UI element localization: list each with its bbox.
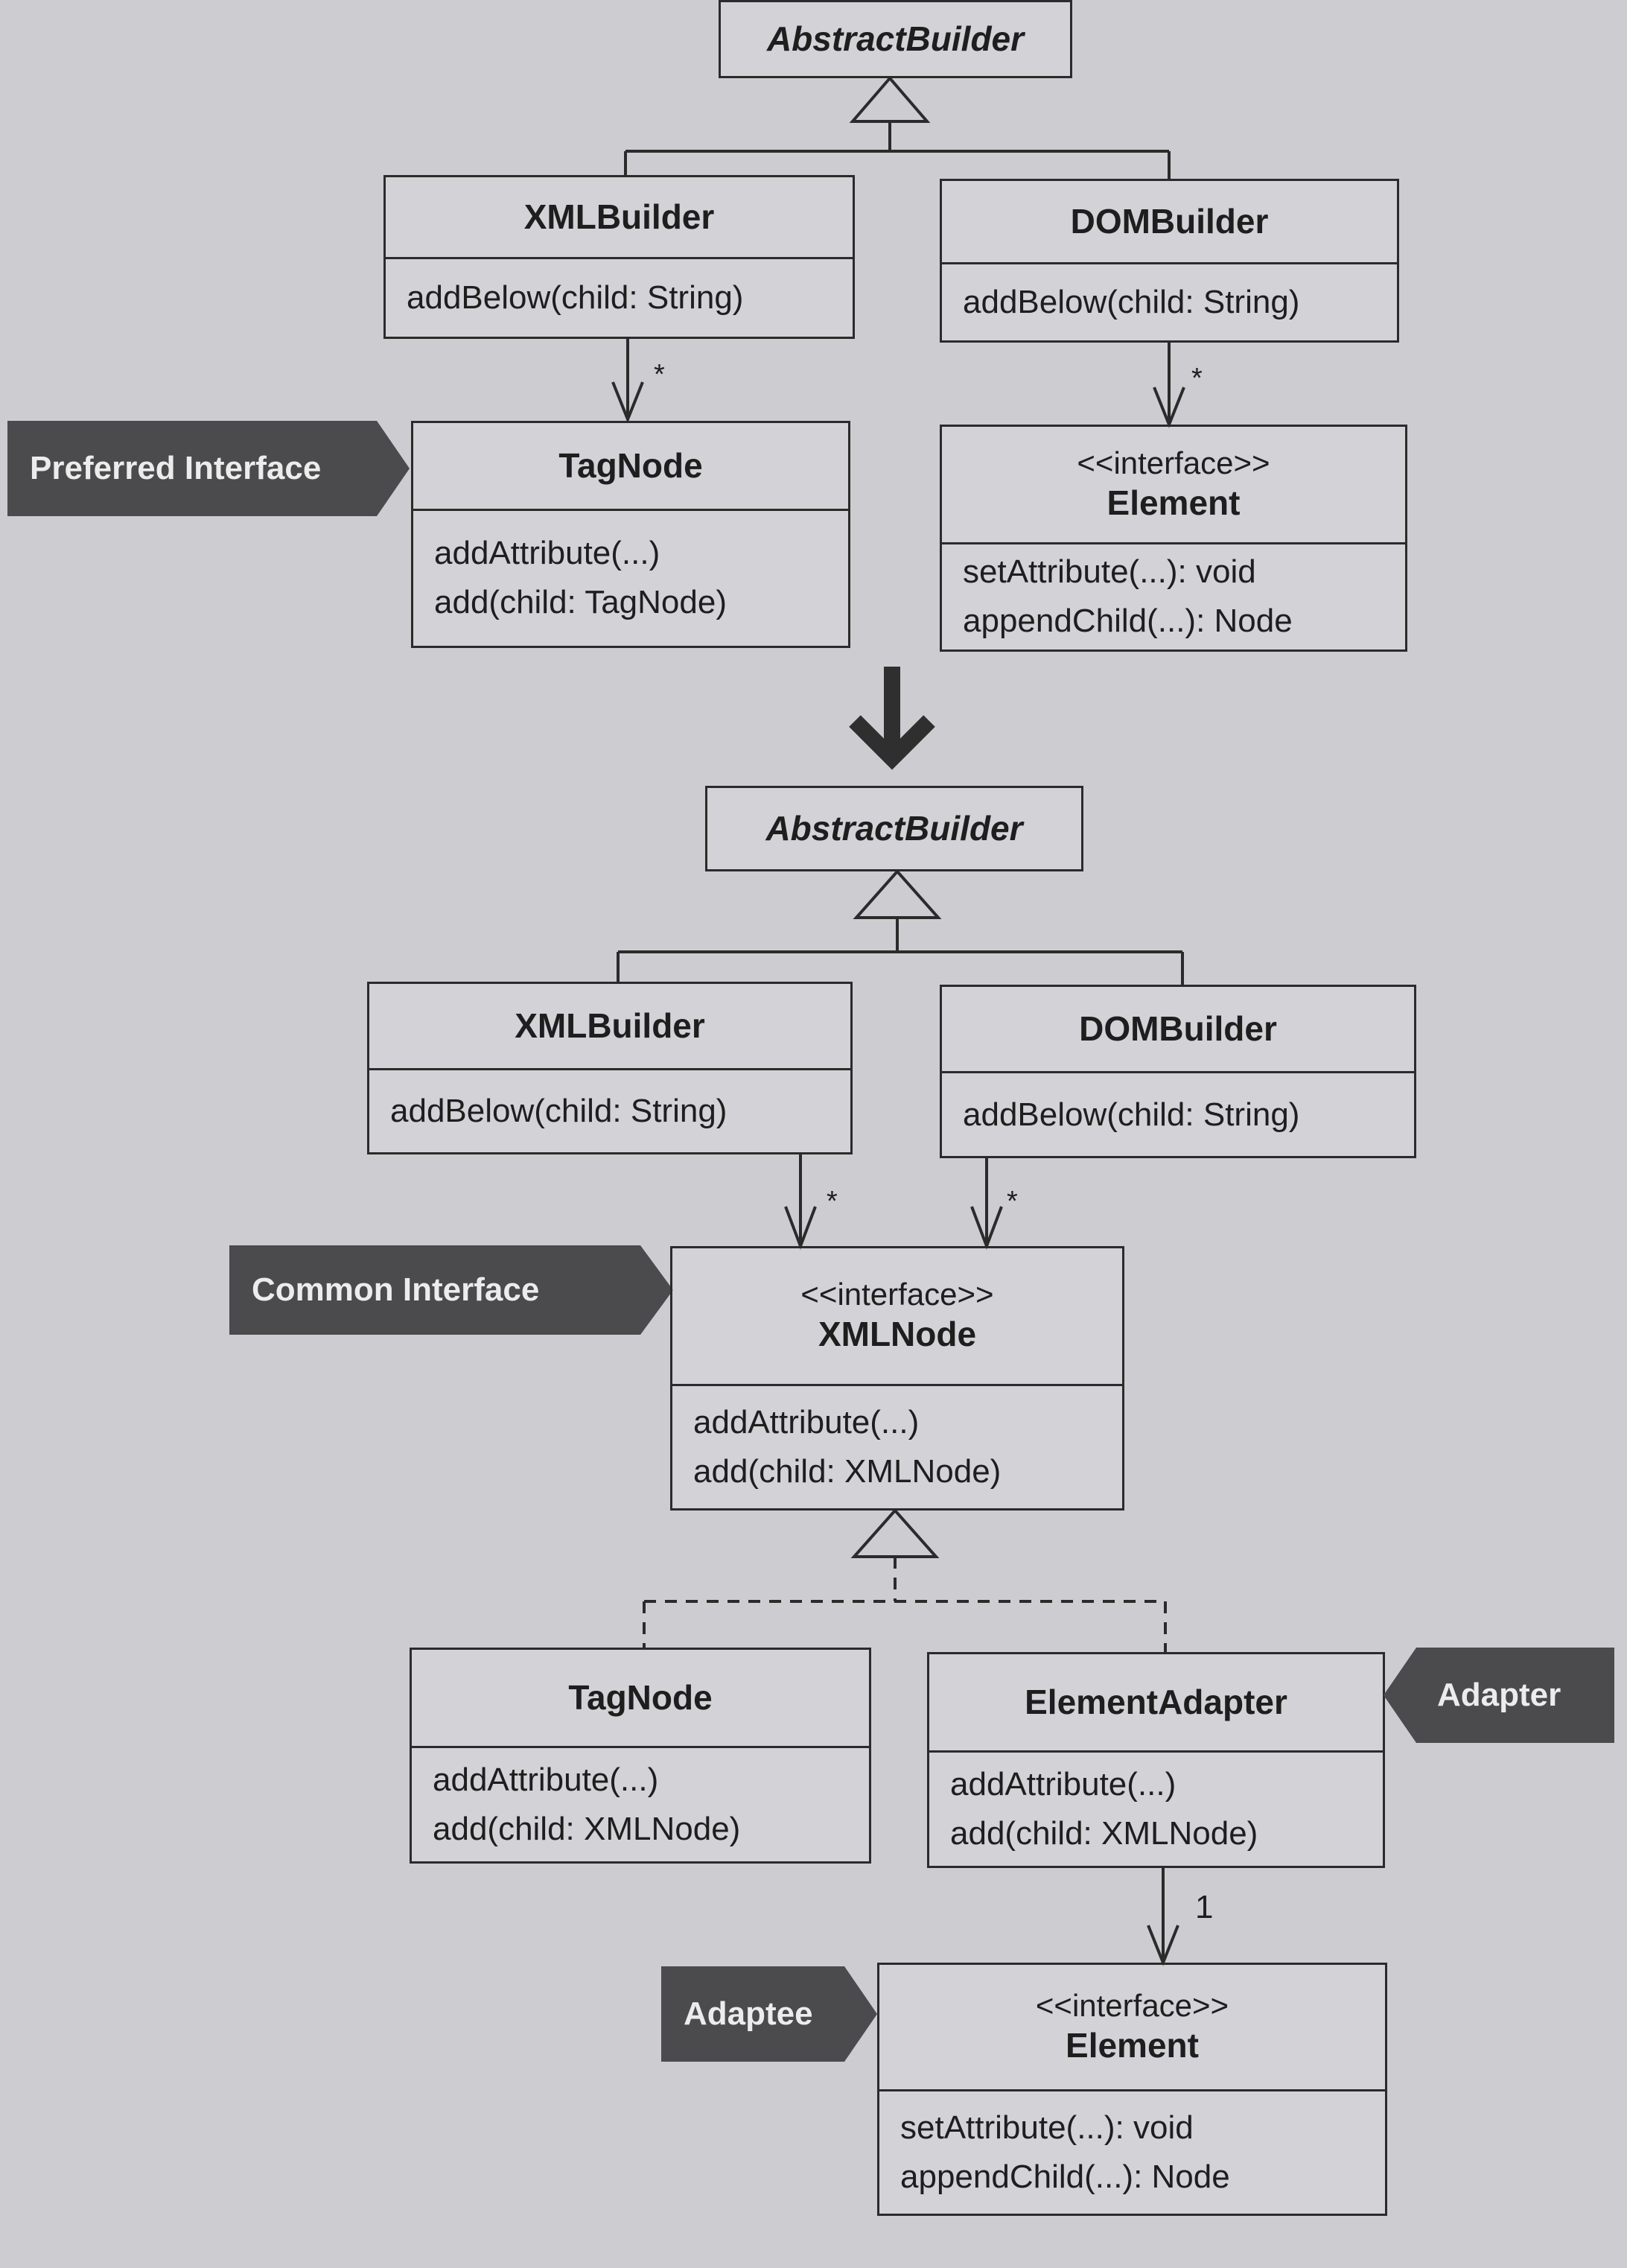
class-name: XMLNode xyxy=(818,1315,977,1354)
class-name: AbstractBuilder xyxy=(765,808,1023,848)
label-text: Common Interface xyxy=(252,1271,540,1308)
transformation-arrow xyxy=(849,667,935,770)
class-name: DOMBuilder xyxy=(1079,1008,1277,1048)
class-name: TagNode xyxy=(568,1677,713,1717)
xmlnode-interface: <<interface>> XMLNode addAttribute(...) … xyxy=(670,1246,1124,1511)
adaptee-label: Adaptee xyxy=(661,1966,877,2062)
operation: add(child: XMLNode) xyxy=(693,1453,1002,1490)
stereotype: <<interface>> xyxy=(1077,445,1270,480)
operation: addAttribute(...) xyxy=(433,1762,659,1798)
operation: addAttribute(...) xyxy=(434,535,660,571)
top-xml-builder-class: XMLBuilder addBelow(child: String) xyxy=(383,175,855,339)
operation: addAttribute(...) xyxy=(693,1404,920,1440)
class-name: XMLBuilder xyxy=(515,1006,705,1045)
class-name: Element xyxy=(1107,483,1241,522)
top-xml-tag-multiplicity: * xyxy=(654,359,665,390)
top-xml-tag-arrowhead xyxy=(611,381,644,424)
class-name: Element xyxy=(1066,2025,1199,2065)
common-interface-label: Common Interface xyxy=(229,1245,673,1335)
top-dom-element-multiplicity: * xyxy=(1191,363,1203,394)
top-generalization-triangle xyxy=(849,75,931,123)
operation: addAttribute(...) xyxy=(950,1766,1177,1802)
bottom-generalization-triangle xyxy=(853,868,942,919)
top-abstract-builder-class: AbstractBuilder xyxy=(719,0,1072,78)
top-tagnode-class: TagNode addAttribute(...) add(child: Tag… xyxy=(411,421,850,648)
adapter-label: Adapter xyxy=(1384,1648,1614,1743)
bottom-abstract-builder-class: AbstractBuilder xyxy=(705,786,1083,871)
bottom-dom-builder-class: DOMBuilder addBelow(child: String) xyxy=(940,985,1416,1158)
label-text: Adapter xyxy=(1437,1677,1561,1713)
operation: appendChild(...): Node xyxy=(900,2159,1230,2195)
adapter-element-multiplicity: 1 xyxy=(1195,1889,1213,1925)
bottom-element-interface: <<interface>> Element setAttribute(...):… xyxy=(877,1963,1387,2216)
operation: setAttribute(...): void xyxy=(900,2109,1194,2146)
operation: addBelow(child: String) xyxy=(963,1096,1300,1133)
realization-triangle xyxy=(850,1508,940,1558)
class-name: ElementAdapter xyxy=(1025,1682,1287,1721)
top-dom-builder-class: DOMBuilder addBelow(child: String) xyxy=(940,179,1399,343)
preferred-interface-label: Preferred Interface xyxy=(7,421,410,516)
operation: add(child: XMLNode) xyxy=(433,1811,741,1847)
class-name: XMLBuilder xyxy=(523,197,715,236)
stereotype: <<interface>> xyxy=(800,1277,994,1312)
element-adapter-class: ElementAdapter addAttribute(...) add(chi… xyxy=(927,1652,1385,1868)
class-name: AbstractBuilder xyxy=(766,19,1025,58)
operation: add(child: XMLNode) xyxy=(950,1815,1258,1852)
bottom-xml-xmlnode-multiplicity: * xyxy=(827,1186,838,1217)
top-element-interface: <<interface>> Element setAttribute(...):… xyxy=(940,425,1407,652)
class-name: TagNode xyxy=(558,445,703,485)
stereotype: <<interface>> xyxy=(1035,1987,1229,2023)
label-text: Preferred Interface xyxy=(30,450,322,486)
operation: addBelow(child: String) xyxy=(390,1093,727,1129)
label-text: Adaptee xyxy=(684,1995,813,2032)
bottom-tagnode-class: TagNode addAttribute(...) add(child: XML… xyxy=(410,1648,871,1864)
operation: addBelow(child: String) xyxy=(407,279,744,316)
operation: addBelow(child: String) xyxy=(963,284,1300,320)
operation: appendChild(...): Node xyxy=(963,603,1293,639)
operation: setAttribute(...): void xyxy=(963,553,1256,590)
bottom-xml-builder-class: XMLBuilder addBelow(child: String) xyxy=(367,982,853,1154)
class-name: DOMBuilder xyxy=(1070,201,1269,241)
bottom-dom-xmlnode-multiplicity: * xyxy=(1007,1186,1018,1217)
operation: add(child: TagNode) xyxy=(434,584,727,620)
